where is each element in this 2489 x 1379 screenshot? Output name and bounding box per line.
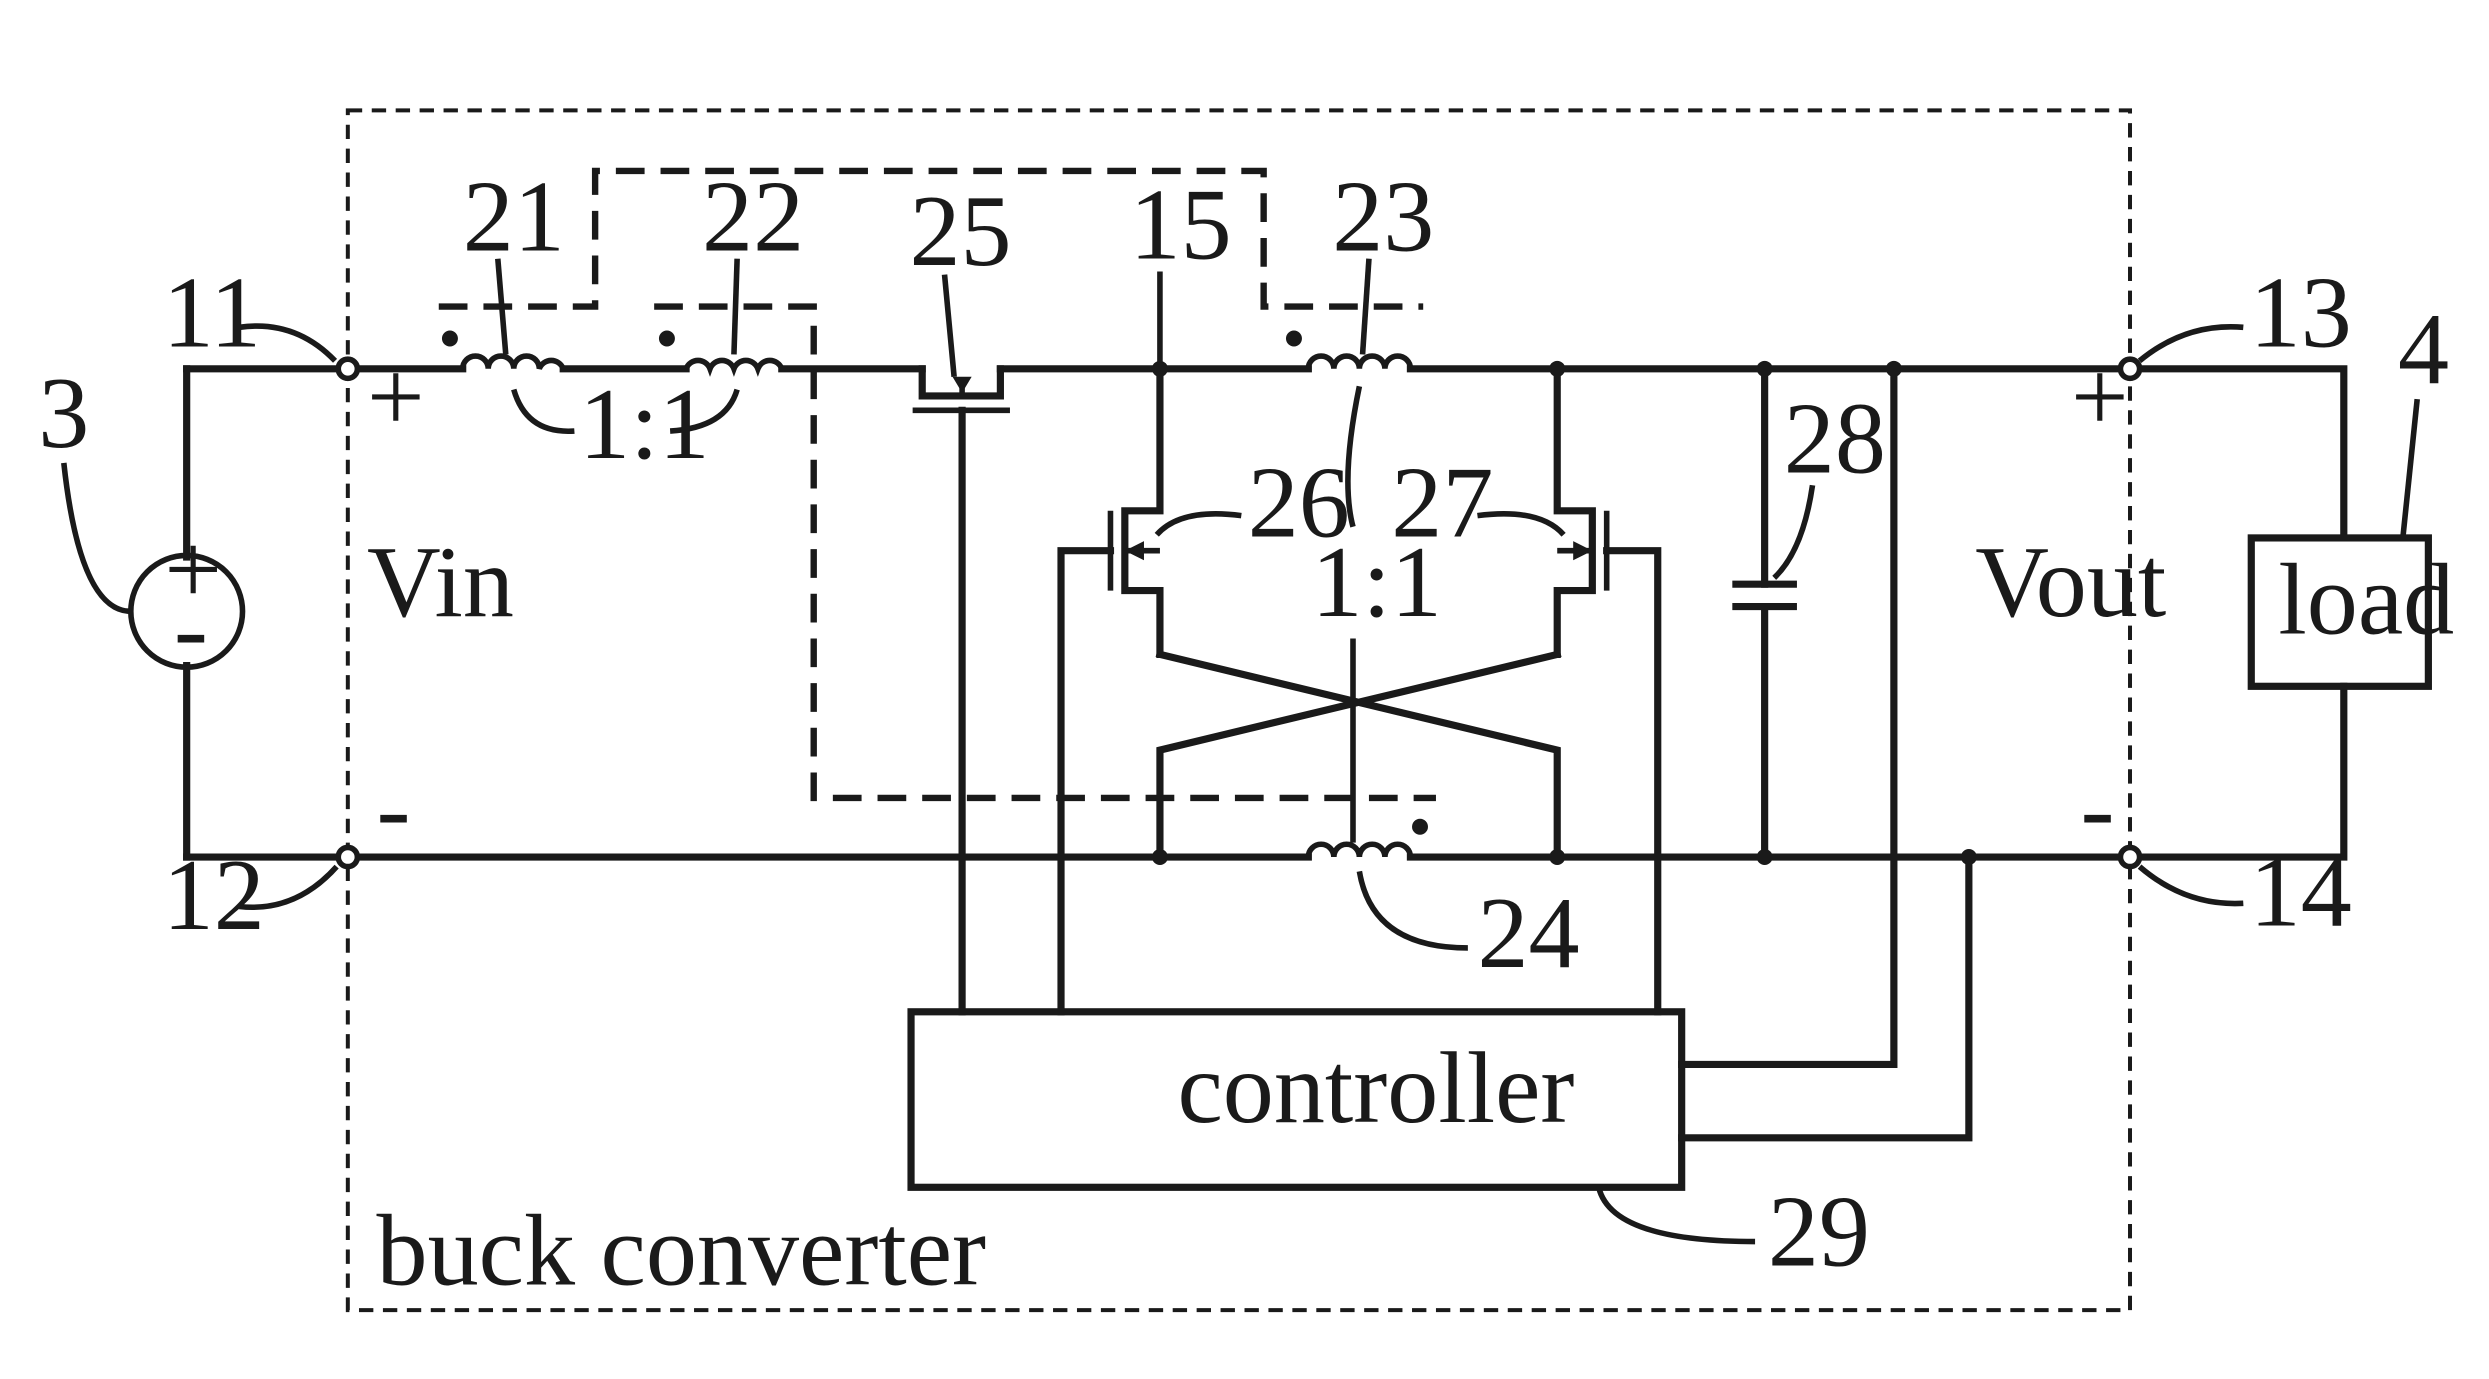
vout-plus: + [2071, 341, 2129, 454]
controller-29: controller [911, 1012, 1682, 1188]
ratio-top: 1:1 [579, 368, 709, 481]
vout-minus: - [2081, 753, 2115, 866]
source-minus: - [174, 572, 208, 685]
load-ref-4: 4 [2398, 293, 2449, 406]
vin-plus: + [367, 341, 425, 454]
vin-minus: - [377, 753, 411, 866]
terminal-11-label: 11 [163, 256, 261, 369]
capacitor-28-label: 28 [1784, 383, 1886, 496]
switch-27-label: 27 [1391, 446, 1493, 559]
vout-label: Vout [1975, 526, 2166, 639]
source-ref-3: 3 [38, 357, 89, 470]
voltage-source-3: + - [131, 369, 243, 857]
inductor-21-label: 21 [463, 161, 565, 274]
bottom-rail [187, 686, 2344, 857]
terminal-12 [338, 847, 357, 866]
terminal-12-label: 12 [163, 839, 265, 952]
terminal-11 [338, 359, 357, 378]
inductor-24 [1308, 819, 1428, 857]
inductor-24-label: 24 [1477, 877, 1579, 990]
vin-label: Vin [367, 526, 514, 639]
inductor-23-label: 23 [1332, 161, 1434, 274]
load-label: load [2278, 544, 2454, 657]
switch-25 [913, 369, 1010, 1012]
cross-wires [1160, 654, 1557, 857]
terminal-14-label: 14 [2250, 836, 2352, 949]
load-4: load [2251, 538, 2454, 686]
node-15-label: 15 [1130, 169, 1232, 282]
inductor-22-label: 22 [702, 161, 804, 274]
buck-converter-label: buck converter [377, 1195, 987, 1308]
switch-25-label: 25 [909, 175, 1011, 288]
terminal-14 [2120, 847, 2139, 866]
source-leader [64, 463, 131, 611]
inductor-23 [1286, 331, 1410, 369]
controller-ref-29: 29 [1768, 1175, 1870, 1288]
inductor-22 [659, 331, 782, 369]
controller-label: controller [1177, 1032, 1574, 1145]
switch-26 [1061, 369, 1160, 1012]
switch-26-label: 26 [1248, 446, 1350, 559]
terminal-13-label: 13 [2250, 256, 2352, 369]
